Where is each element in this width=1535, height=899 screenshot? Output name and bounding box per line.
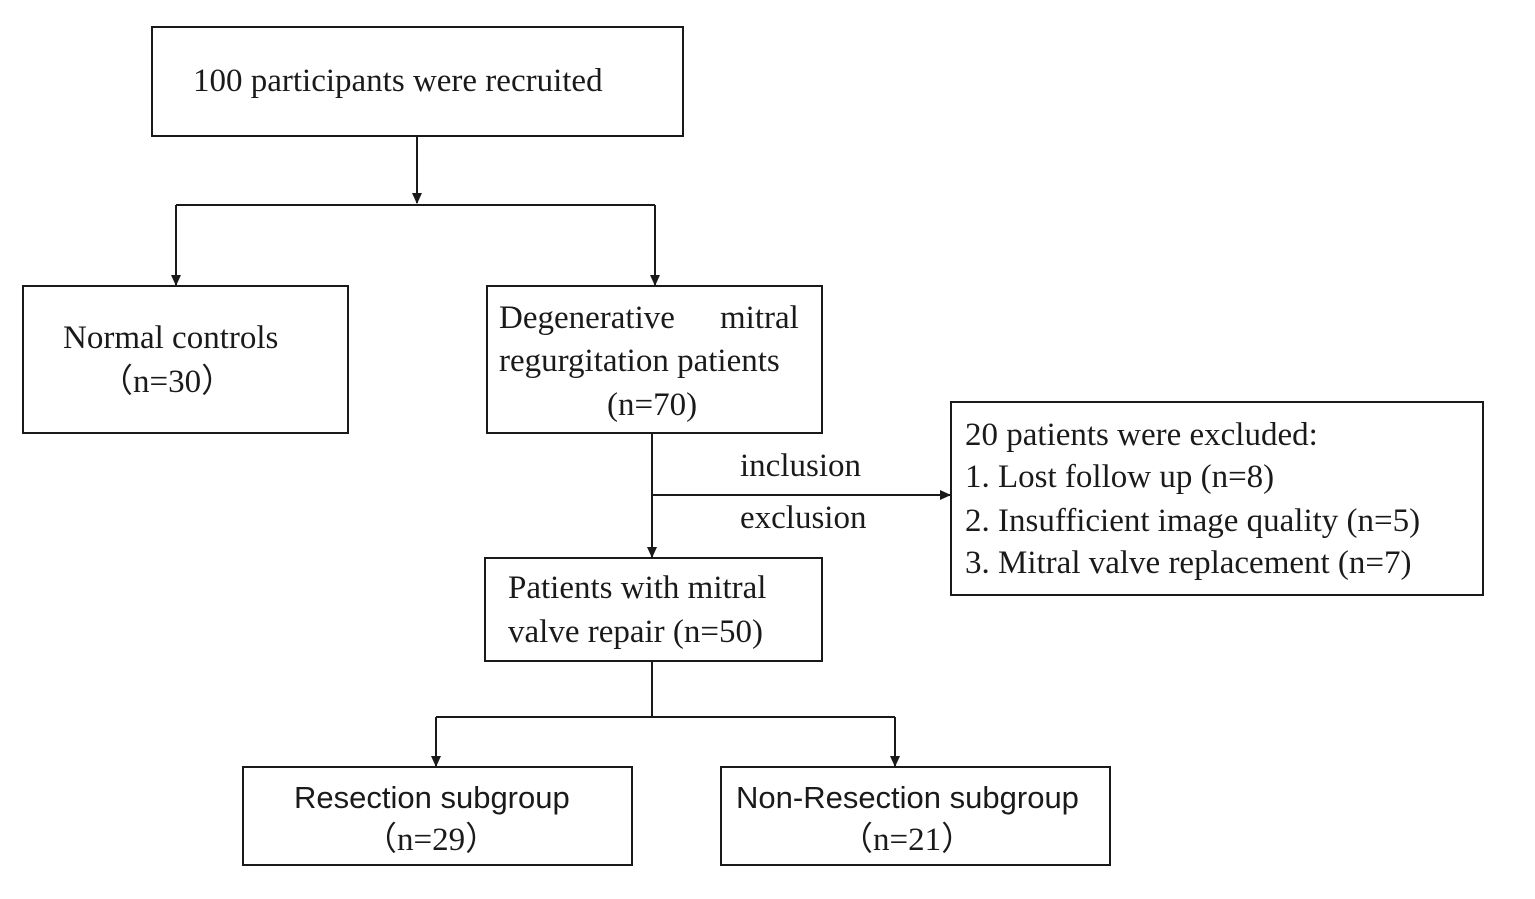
repair-line1: Patients with mitral <box>508 570 767 606</box>
nonresection-box: Non-Resection subgroup （n=21） <box>720 766 1111 866</box>
nonresection-count: （n=21） <box>840 822 975 858</box>
dmr-count: (n=70) <box>607 387 698 423</box>
resection-label: Resection subgroup <box>294 780 570 815</box>
excluded-item: 3. Mitral valve replacement (n=7) <box>965 545 1412 581</box>
controls-count: （n=30） <box>100 364 235 400</box>
inclusion-label: inclusion <box>740 448 861 484</box>
dmr-label-word1: Degenerative <box>499 300 675 336</box>
repair-box: Patients with mitral valve repair (n=50) <box>484 557 823 662</box>
exclusion-label: exclusion <box>740 500 867 536</box>
repair-line2: valve repair (n=50) <box>508 614 763 650</box>
resection-count: （n=29） <box>364 822 499 858</box>
dmr-label-word2: mitral <box>720 300 799 336</box>
recruited-box: 100 participants were recruited <box>151 26 684 137</box>
dmr-patients-box: Degenerative mitral regurgitation patien… <box>486 285 823 434</box>
normal-controls-box: Normal controls （n=30） <box>22 285 349 434</box>
recruited-text: 100 participants were recruited <box>193 63 603 99</box>
excluded-item: 2. Insufficient image quality (n=5) <box>965 503 1421 539</box>
nonresection-label: Non-Resection subgroup <box>736 780 1079 815</box>
excluded-box: 20 patients were excluded: 1. Lost follo… <box>950 401 1484 596</box>
excluded-title: 20 patients were excluded: <box>965 417 1318 453</box>
dmr-label-line2: regurgitation patients <box>499 343 780 379</box>
controls-label: Normal controls <box>63 320 279 356</box>
resection-box: Resection subgroup （n=29） <box>242 766 633 866</box>
excluded-item: 1. Lost follow up (n=8) <box>965 459 1275 495</box>
